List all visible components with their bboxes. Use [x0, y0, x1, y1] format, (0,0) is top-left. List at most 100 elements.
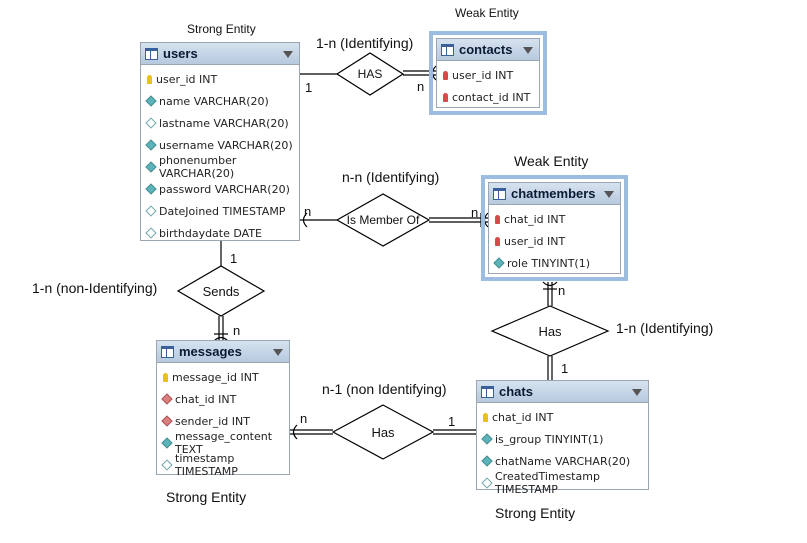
attribute-row[interactable]: is_group TINYINT(1) [477, 428, 648, 450]
entity-header-chatmembers[interactable]: chatmembers [489, 183, 620, 205]
collapse-triangle-icon[interactable] [283, 51, 293, 58]
foreign-key-diamond-icon [161, 393, 173, 405]
rel-type-users-chatmembers: n-n (Identifying) [342, 169, 440, 185]
relationship-diamond-has-chats [490, 305, 610, 357]
table-icon [161, 345, 174, 358]
caption-chats: Strong Entity [495, 505, 576, 521]
crowfoot-messages-right [292, 424, 298, 440]
card-messages-chats-a: n [300, 411, 308, 426]
attribute-text: contact_id INT [452, 90, 531, 104]
attribute-row[interactable]: DateJoined TIMESTAMP [141, 200, 299, 222]
attribute-text: chat_id INT [175, 392, 237, 406]
attribute-list: user_id INT contact_id INT [437, 61, 539, 108]
entity-chatmembers[interactable]: chatmembers chat_id INT user_id INT role T… [481, 175, 628, 281]
attribute-row[interactable]: chat_id INT [477, 406, 648, 428]
entity-title: contacts [459, 42, 513, 57]
relationship-name-has-contacts: HAS [358, 67, 383, 81]
attribute-row[interactable]: user_id INT [489, 230, 620, 252]
entity-title: chatmembers [511, 186, 596, 201]
card-chatmembers-chats-a: n [558, 283, 566, 298]
relationship-diamond-sends [176, 265, 266, 317]
attribute-row[interactable]: chat_id INT [157, 388, 289, 410]
collapse-triangle-icon[interactable] [523, 47, 533, 54]
hollow-diamond-icon [145, 117, 157, 129]
attribute-row[interactable]: CreatedTimestamp TIMESTAMP [477, 470, 648, 496]
attribute-text: message_content TEXT [175, 430, 273, 456]
relationship-diamond-has-contacts [335, 52, 405, 96]
attribute-row[interactable]: phonenumber VARCHAR(20) [141, 154, 299, 180]
crowfoot-chatmembers [483, 212, 489, 228]
caption-users: Strong Entity [187, 22, 256, 36]
entity-messages[interactable]: messages message_id INT chat_id INT sender… [156, 340, 290, 478]
hollow-diamond-icon [145, 227, 157, 239]
attribute-row[interactable]: user_id INT [437, 64, 539, 86]
attribute-text: CreatedTimestamp TIMESTAMP [495, 470, 600, 496]
rel-type-users-messages: 1-n (non-Identifying) [32, 280, 158, 296]
collapse-triangle-icon[interactable] [273, 349, 283, 356]
attribute-text: timestamp TIMESTAMP [175, 452, 238, 478]
collapse-triangle-icon[interactable] [604, 191, 614, 198]
hollow-diamond-icon [145, 205, 157, 217]
card-messages-chats-b: 1 [448, 414, 456, 429]
attribute-row[interactable]: sender_id INT [157, 410, 289, 432]
attribute-row[interactable]: password VARCHAR(20) [141, 178, 299, 200]
card-users-messages-b: n [233, 323, 241, 338]
attribute-text: message_id INT [172, 370, 259, 384]
attribute-text: DateJoined TIMESTAMP [159, 204, 286, 218]
attribute-row[interactable]: username VARCHAR(20) [141, 134, 299, 156]
table-icon [493, 187, 506, 200]
card-users-chatmembers-a: n [304, 204, 312, 219]
attribute-text: user_id INT [452, 68, 514, 82]
attribute-row[interactable]: timestamp TIMESTAMP [157, 452, 289, 478]
collapse-triangle-icon[interactable] [632, 389, 642, 396]
foreign-primary-key-icon [495, 236, 500, 246]
filled-diamond-icon [493, 257, 505, 269]
filled-diamond-icon [481, 455, 493, 467]
attribute-row[interactable]: role TINYINT(1) [489, 252, 620, 274]
entity-header-chats[interactable]: chats [477, 381, 648, 403]
table-icon [441, 43, 454, 56]
filled-diamond-icon [481, 433, 493, 445]
attribute-list: chat_id INT user_id INT role TINYINT(1) [489, 205, 620, 274]
relationship-name-has-messages: Has [371, 425, 395, 440]
relationship-name-sends: Sends [203, 284, 240, 299]
card-users-contacts-b: n [417, 79, 425, 94]
card-users-contacts-a: 1 [305, 80, 313, 95]
attribute-text: chat_id INT [492, 410, 554, 424]
table-icon [145, 47, 158, 60]
attribute-row[interactable]: chat_id INT [489, 208, 620, 230]
attribute-text: phonenumber VARCHAR(20) [159, 154, 237, 180]
attribute-row[interactable]: chatName VARCHAR(20) [477, 450, 648, 472]
attribute-text: sender_id INT [175, 414, 250, 428]
attribute-row[interactable]: message_content TEXT [157, 430, 289, 456]
attribute-row[interactable]: contact_id INT [437, 86, 539, 108]
foreign-primary-key-icon [443, 70, 448, 80]
filled-diamond-icon [145, 161, 157, 173]
primary-key-icon [147, 74, 152, 84]
attribute-row[interactable]: lastname VARCHAR(20) [141, 112, 299, 134]
attribute-text: user_id INT [504, 234, 566, 248]
caption-contacts: Weak Entity [455, 6, 519, 20]
crowfoot-messages [213, 336, 229, 342]
entity-header-contacts[interactable]: contacts [437, 39, 539, 61]
attribute-row[interactable]: user_id INT [141, 68, 299, 90]
crowfoot-contacts [431, 65, 437, 81]
entity-chats[interactable]: chats chat_id INT is_group TINYINT(1)chat… [476, 380, 649, 496]
filled-diamond-icon [161, 437, 173, 449]
attribute-row[interactable]: message_id INT [157, 366, 289, 388]
rel-type-chatmembers-chats: 1-n (Identifying) [616, 320, 714, 336]
foreign-primary-key-icon [495, 214, 500, 224]
entity-header-messages[interactable]: messages [157, 341, 289, 363]
attribute-text: birthdaydate DATE [159, 226, 262, 240]
relationship-name-has-chats: Has [538, 324, 562, 339]
attribute-row[interactable]: name VARCHAR(20) [141, 90, 299, 112]
entity-contacts[interactable]: contacts user_id INT contact_id INT [429, 31, 547, 115]
entity-title: users [163, 46, 198, 61]
hollow-diamond-icon [161, 459, 173, 471]
entity-header-users[interactable]: users [141, 43, 299, 65]
attribute-text: role TINYINT(1) [507, 256, 591, 270]
entity-title: chats [499, 384, 533, 399]
attribute-row[interactable]: birthdaydate DATE [141, 222, 299, 244]
card-chatmembers-chats-b: 1 [561, 361, 569, 376]
